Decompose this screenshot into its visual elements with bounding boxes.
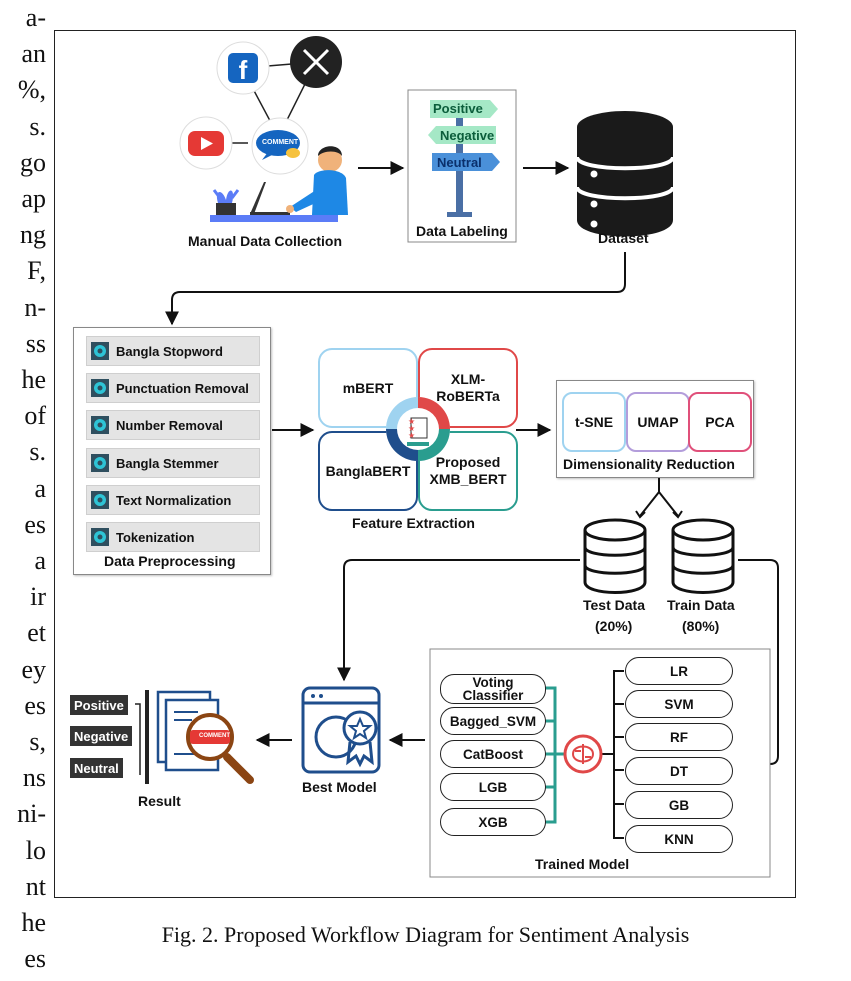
train-data-database-icon [671,518,735,594]
best-model-label: Best Model [302,779,377,795]
method-pca: PCA [688,392,752,452]
text-line: s. [29,437,46,467]
svg-text:f: f [239,55,248,85]
result-report-icon [145,690,254,784]
svg-text:★: ★ [408,431,415,440]
step-label: Number Removal [116,417,223,433]
step-label: Bangla Stemmer [116,455,219,471]
model-bagged-svm: Bagged_SVM [440,707,546,735]
text-line: a [34,546,46,576]
test-data-percent: (20%) [595,618,633,634]
text-line: ey [21,654,46,684]
text-line: et [27,618,46,648]
text-line: he [21,908,46,938]
text-line: es [24,944,46,974]
result-tag-neutral: Neutral [70,758,123,778]
model-gb: GB [625,791,733,819]
train-data-label: Train Data [667,597,735,613]
model-lr: LR [625,657,733,685]
test-data-label: Test Data [583,597,645,613]
dimensionality-reduction-label: Dimensionality Reduction [563,456,735,472]
gear-icon [91,379,109,397]
model-rf: RF [625,723,733,751]
text-line: es [24,690,46,720]
preprocessing-step: Text Normalization [86,485,260,515]
model-xgb: XGB [440,808,546,836]
text-line: s, [29,727,46,757]
brain-icon [563,734,603,774]
preprocessing-step: Bangla Stemmer [86,448,260,478]
comment-bubble-text: COMMENT [262,139,299,146]
feature-hub-icon: ★ ★ ★ [386,397,450,461]
text-line: %, [17,75,46,105]
data-preprocessing-label: Data Preprocessing [104,553,236,569]
preprocessing-step: Punctuation Removal [86,373,260,403]
feature-extraction-label: Feature Extraction [352,515,475,531]
dataset-label: Dataset [598,230,649,246]
gear-icon [91,342,109,360]
text-line: nt [25,871,46,901]
text-line: he [21,365,46,395]
model-catboost: CatBoost [440,740,546,768]
sign-negative: Negative [440,128,495,143]
gear-icon [91,491,109,509]
model-lgb: LGB [440,773,546,801]
model-svm: SVM [625,690,733,718]
dataset-database-icon [575,111,675,237]
text-line: F, [27,256,46,286]
test-data-database-icon [583,518,647,594]
sign-neutral: Neutral [437,155,482,170]
gear-icon [91,454,109,472]
result-comment-badge: COMMENT [199,733,230,739]
manual-data-collection-label: Manual Data Collection [188,233,343,249]
step-label: Text Normalization [116,492,232,508]
text-line: lo [25,835,46,865]
figure-caption: Fig. 2. Proposed Workflow Diagram for Se… [161,922,690,947]
gear-icon [91,528,109,546]
model-xlm-roberta: XLM-RoBERTa [418,348,518,428]
text-line: of [24,401,46,431]
text-line: es [24,509,46,539]
step-label: Bangla Stopword [116,343,223,359]
result-tag-positive: Positive [70,695,128,715]
sign-positive: Positive [433,101,483,116]
svg-text:★: ★ [408,417,415,426]
best-model-award-icon [301,686,381,774]
text-line: ss [25,328,46,358]
text-line: n- [24,292,46,322]
person-laptop-icon [210,146,348,222]
preprocessing-step: Bangla Stopword [86,336,260,366]
text-line: a- [25,3,46,32]
preprocessing-box: Bangla Stopword Punctuation Removal Numb… [73,327,271,575]
data-labeling-label: Data Labeling [416,223,508,239]
model-dt: DT [625,757,733,785]
text-line: ng [20,220,46,250]
text-line: a [34,473,46,503]
result-tag-negative: Negative [70,726,133,746]
method-tsne: t-SNE [562,392,626,452]
gear-icon [91,416,109,434]
text-line: ni- [17,799,46,829]
text-line: ap [21,184,46,214]
train-data-percent: (80%) [682,618,720,634]
clipped-body-text: a- an %, s. go ap ng F, n- ss he of s. a… [0,0,48,981]
method-umap: UMAP [626,392,690,452]
model-knn: KNN [625,825,733,853]
step-label: Punctuation Removal [116,380,249,396]
model-voting-classifier: Voting Classifier [440,674,546,704]
svg-text:★: ★ [408,424,415,433]
text-line: an [21,39,46,69]
result-label: Result [138,793,181,809]
text-line: ir [30,582,46,612]
social-network-icons: f [179,36,342,175]
text-line: ns [22,763,46,793]
signpost-icon [428,100,500,217]
preprocessing-step: Number Removal [86,410,260,440]
step-label: Tokenization [116,529,195,545]
text-line: s. [29,111,46,141]
trained-model-label: Trained Model [535,856,630,872]
text-line: go [20,147,46,177]
preprocessing-step: Tokenization [86,522,260,552]
